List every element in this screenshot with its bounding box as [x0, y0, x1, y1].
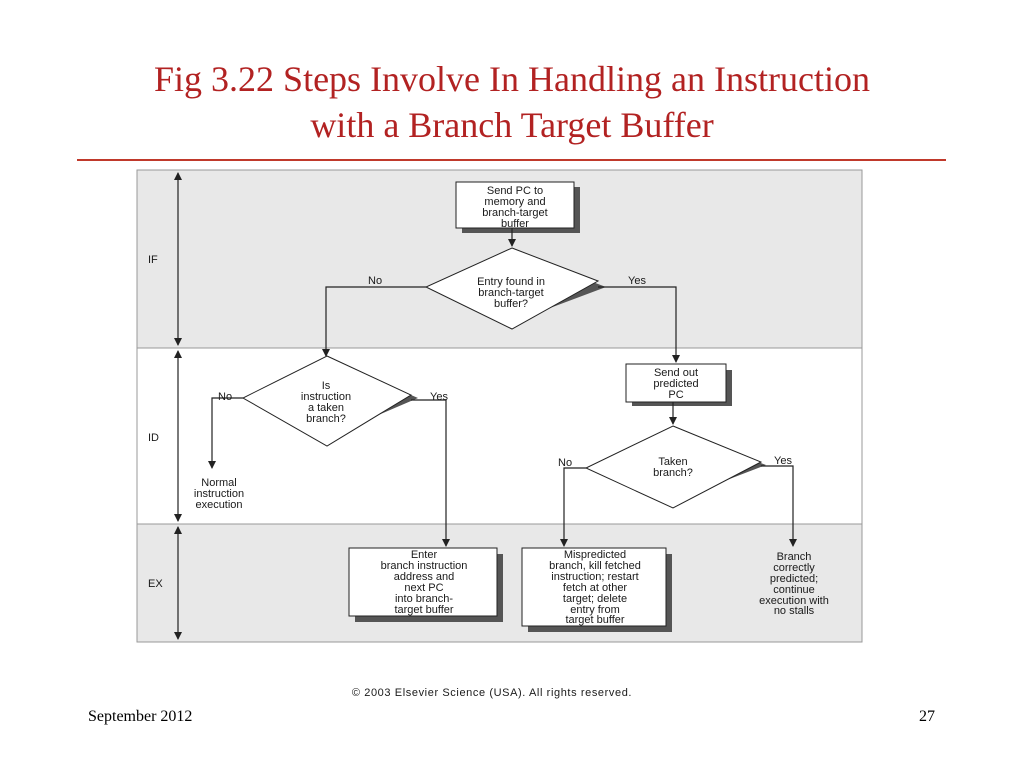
- stage-label-if: IF: [148, 254, 158, 266]
- node-normal-execution: Normal instruction execution: [194, 477, 244, 511]
- title-divider: [77, 159, 946, 161]
- node-text: instruction: [194, 488, 244, 500]
- node-text: Normal: [201, 477, 236, 489]
- node-text: branch?: [653, 467, 693, 479]
- node-enter-btb: Enter branch instruction address and nex…: [348, 547, 503, 622]
- node-mispredicted: Mispredicted branch, kill fetched instru…: [521, 547, 672, 632]
- edge-label-no: No: [218, 391, 232, 403]
- stage-label-ex: EX: [148, 578, 163, 590]
- node-text: Is: [322, 380, 331, 392]
- decision-is-taken-branch: Is instruction a taken branch?: [241, 355, 418, 447]
- node-correctly-predicted: Branch correctly predicted; continue exe…: [759, 551, 829, 617]
- node-send-predicted-pc: Send out predicted PC: [625, 363, 732, 406]
- edge-label-yes: Yes: [774, 455, 792, 467]
- slide-title-line-1: Fig 3.22 Steps Involve In Handling an In…: [154, 59, 870, 99]
- node-text: branch-target: [478, 287, 543, 299]
- node-text: buffer?: [494, 298, 528, 310]
- edge-label-no: No: [368, 275, 382, 287]
- connector-entry-no: [322, 286, 426, 357]
- node-text: Send PC to: [487, 185, 543, 197]
- node-text: branch, kill fetched: [549, 560, 641, 572]
- connector-taken-no: [208, 397, 243, 469]
- edge-label-yes: Yes: [628, 275, 646, 287]
- node-text: continue: [773, 584, 815, 596]
- node-text: memory and: [484, 196, 545, 208]
- stage-label-id: ID: [148, 432, 159, 444]
- connector-taken-yes: [411, 399, 450, 547]
- node-text: a taken: [308, 402, 344, 414]
- node-text: into branch-: [395, 593, 453, 605]
- node-text: buffer: [501, 218, 529, 230]
- node-text: predicted;: [770, 573, 818, 585]
- node-text: branch-target: [482, 207, 547, 219]
- footer-date: September 2012: [88, 708, 193, 725]
- node-text: target buffer: [394, 604, 453, 616]
- node-text: instruction: [301, 391, 351, 403]
- edge-label-yes: Yes: [430, 391, 448, 403]
- connector-tb-no: [560, 467, 586, 547]
- node-text: Branch: [777, 551, 812, 563]
- node-text: correctly: [773, 562, 815, 574]
- diagram-frame: [136, 169, 863, 643]
- node-text: no stalls: [774, 605, 815, 617]
- node-text: address and: [394, 571, 455, 583]
- node-text: fetch at other: [563, 582, 628, 594]
- connector-entry-yes: [598, 286, 680, 363]
- node-text: next PC: [404, 582, 443, 594]
- node-text: branch?: [306, 413, 346, 425]
- connector-tb-yes: [761, 465, 797, 547]
- node-text: target buffer: [565, 614, 624, 626]
- slide-title: Fig 3.22 Steps Involve In Handling an In…: [40, 56, 984, 148]
- node-text: Enter: [411, 549, 438, 561]
- node-text: Entry found in: [477, 276, 545, 288]
- node-text: predicted: [653, 378, 698, 390]
- node-text: execution: [195, 499, 242, 511]
- node-text: PC: [668, 389, 683, 401]
- node-text: Send out: [654, 367, 698, 379]
- node-send-pc: Send PC to memory and branch-target buff…: [455, 181, 580, 233]
- edge-label-no: No: [558, 457, 572, 469]
- node-text: branch instruction: [381, 560, 468, 572]
- decision-taken-branch: Taken branch?: [584, 425, 766, 509]
- node-text: Mispredicted: [564, 549, 626, 561]
- decision-entry-found: Entry found in branch-target buffer?: [424, 247, 606, 330]
- page-number: 27: [919, 708, 935, 725]
- node-text: Taken: [658, 456, 687, 468]
- node-text: target; delete: [563, 593, 627, 605]
- node-text: instruction; restart: [551, 571, 638, 583]
- slide-title-line-2: with a Branch Target Buffer: [310, 105, 714, 145]
- stage-band-id: [137, 348, 862, 524]
- node-text: execution with: [759, 595, 829, 607]
- node-text: entry from: [570, 604, 620, 616]
- copyright-text: © 2003 Elsevier Science (USA). All right…: [352, 687, 632, 699]
